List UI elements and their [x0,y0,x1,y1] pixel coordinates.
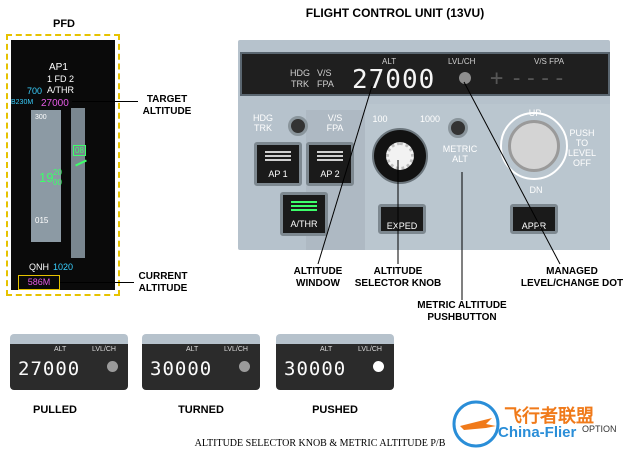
knob-cap [386,142,414,170]
speed-target: 700 [27,86,43,96]
expedite-button[interactable]: EXPED [378,204,426,234]
vs-sign: + [490,66,505,91]
display-vs-label: V/S [317,68,332,78]
display-fpa-label: FPA [317,79,334,89]
example-lvlch-label: LVL/CH [358,346,382,353]
target-altitude-leader [72,101,138,102]
example-alt-label: ALT [54,346,67,353]
appr-button[interactable]: APPR [510,204,558,234]
example-lvlch-dot [239,361,250,372]
ap1-label: AP 1 [268,169,288,179]
athr-button[interactable]: A/THR [280,192,328,236]
example-alt-label: ALT [186,346,199,353]
hdg-vs-trk-fpa-pushbutton[interactable] [288,116,308,136]
vs-fpa-label: V/S FPA [326,113,344,133]
qnh-value: 1020 [53,262,74,272]
baro-label: B230M [11,99,34,106]
current-altitude-box: 586M [18,275,60,290]
dn-label: DN [529,185,543,195]
metric-altitude-pushbutton[interactable] [448,118,468,138]
ap1-indicator-bar [265,159,291,161]
fma-athr: A/THR [47,85,74,95]
example-pushed-caption: PUSHED [312,404,358,416]
ap2-indicator-bar [317,151,343,153]
example-altitude-value: 27000 [18,358,81,380]
vs-scale [71,108,85,258]
example-lvlch-label: LVL/CH [92,346,116,353]
watermark-option: OPTION [582,424,617,434]
figure-caption: ALTITUDE SELECTOR KNOB & METRIC ALTITUDE… [194,438,446,449]
altitude-readout-bottom: 00 [53,178,62,187]
ap1-indicator-bar [265,155,291,157]
example-lvlch-dot [107,361,118,372]
example-alt-label: ALT [320,346,333,353]
ap1-button[interactable]: AP 1 [254,142,302,186]
managed-level-change-callout: MANAGED LEVEL/CHANGE DOT [520,266,624,289]
fma-ap1: AP1 [49,62,68,73]
ap1-indicator-bar [265,151,291,153]
example-lvlch-dot-lit [373,361,384,372]
athr-indicator-bar [291,209,317,211]
ap2-label: AP 2 [320,169,340,179]
tape-bottom-label: 015 [35,216,49,225]
target-altitude-callout: TARGET ALTITUDE [142,94,192,117]
altitude-window-callout: ALTITUDE WINDOW [293,266,343,289]
metric-alt-label: METRIC ALT [442,144,478,164]
example-turned-caption: TURNED [178,404,224,416]
example-lvlch-label: LVL/CH [224,346,248,353]
metric-altitude-pb-callout: METRIC ALTITUDE PUSHBUTTON [417,300,507,323]
watermark-brand: 飞行者联盟 [504,406,594,426]
expedite-label: EXPED [386,221,418,231]
watermark: 飞行者联盟 China-Flier OPTION [442,396,640,456]
altitude-readout-top: 20 [53,168,62,177]
managed-level-change-dot [459,72,471,84]
display-alt-label: ALT [382,57,397,66]
up-label: UP [528,108,542,118]
ap2-indicator-bar [317,155,343,157]
athr-label: A/THR [290,219,318,229]
hdg-trk-label: HDG TRK [253,113,273,133]
watermark-site: China-Flier [498,424,577,441]
example-pulled-panel: ALT LVL/CH 27000 [10,334,128,390]
appr-label: APPR [521,221,547,231]
vs-selector-knob[interactable] [508,120,560,172]
pfd-title: PFD [53,18,75,30]
tape-top-label: 300 [35,114,47,121]
altitude-selector-knob[interactable] [372,128,428,184]
athr-indicator-bar [291,201,317,203]
target-altitude-readout: 27000 [41,98,69,109]
example-pulled-caption: PULLED [33,404,77,416]
example-turned-panel: ALT LVL/CH 30000 [142,334,260,390]
altitude-readout-big: 19 [39,170,54,185]
knob-1000-label: 1000 [419,114,441,124]
vs-window: ---- [510,66,567,91]
altitude-selector-knob-callout: ALTITUDE SELECTOR KNOB [354,266,442,289]
example-pushed-panel: ALT LVL/CH 30000 [276,334,394,390]
display-lvlch-label: LVL/CH [448,57,476,66]
push-to-level-off-label: PUSH TO LEVEL OFF [567,128,597,168]
display-vsfpa-label: V/S FPA [534,57,565,66]
display-trk-label: TRK [291,79,309,89]
vs-value: 08 [73,145,86,156]
altitude-window: 27000 [352,65,436,95]
knob-100-label: 100 [372,114,388,124]
athr-indicator-bar [291,205,317,207]
current-altitude-leader [60,282,134,283]
example-altitude-value: 30000 [150,358,213,380]
altitude-tape [31,110,61,242]
fcu-title: FLIGHT CONTROL UNIT (13VU) [305,6,485,20]
qnh-label: QNH [29,262,49,272]
fma-fd: 1 FD 2 [47,74,75,84]
ap2-indicator-bar [317,159,343,161]
pfd-screen: AP1 1 FD 2 A/THR 700 B230M 27000 300 015… [11,40,115,290]
display-hdg-label: HDG [290,68,310,78]
fcu-display: HDG V/S TRK FPA ALT LVL/CH V/S FPA 27000… [240,52,610,96]
example-altitude-value: 30000 [284,358,347,380]
ap2-button[interactable]: AP 2 [306,142,354,186]
current-altitude-callout: CURRENT ALTITUDE [138,271,188,294]
watermark-plane-logo [452,400,500,448]
